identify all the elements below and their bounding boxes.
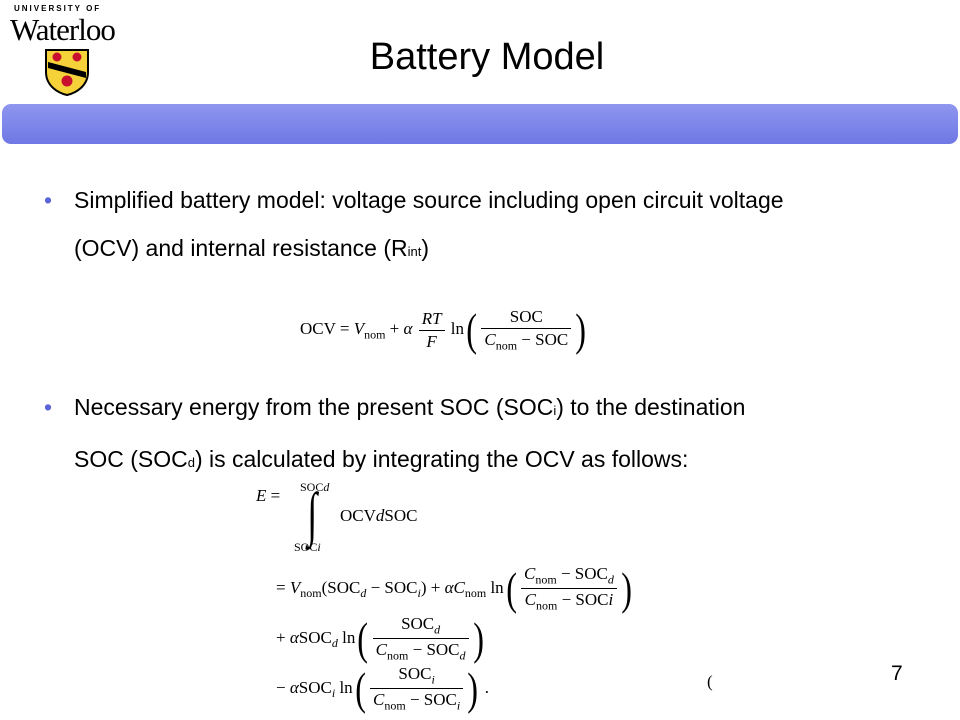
bullet-line: Simplified battery model: voltage source… [74, 187, 784, 213]
equation-number: ( [707, 672, 713, 691]
bullet-line-end: ) is calculated by integrating the OCV a… [194, 446, 689, 472]
logo-university-text: UNIVERSITY OF [14, 4, 102, 13]
bullet-dot: • [44, 394, 53, 420]
bullet-line: (OCV) and internal resistance (R [74, 235, 408, 261]
page-number: 7 [891, 662, 903, 685]
subscript: int [407, 244, 422, 259]
bullet-text: Simplified battery model: voltage source… [74, 176, 904, 276]
logo-wordmark: Waterloo [10, 12, 116, 47]
energy-line-2: = Vnom(SOCd − SOCi) + αCnom ln(Cnom − SO… [276, 562, 632, 614]
header-band [2, 104, 958, 144]
bullet-line-end: ) to the destination [556, 394, 746, 420]
crest-icon [45, 49, 89, 96]
energy-line-1: E = [256, 486, 281, 505]
subscript: i [553, 403, 557, 418]
bullet-text: Necessary energy from the present SOC (S… [74, 383, 904, 487]
subscript: d [187, 455, 195, 470]
university-logo: UNIVERSITY OF Waterloo [10, 4, 130, 96]
integrand: OCVdSOC [340, 506, 418, 525]
slide-title: Battery Model [369, 36, 605, 78]
bullet-line: Necessary energy from the present SOC (S… [74, 394, 554, 420]
bullet-line-end: ) [421, 235, 430, 261]
bullet-line: SOC (SOC [74, 446, 188, 472]
bullet-dot: • [44, 187, 53, 213]
